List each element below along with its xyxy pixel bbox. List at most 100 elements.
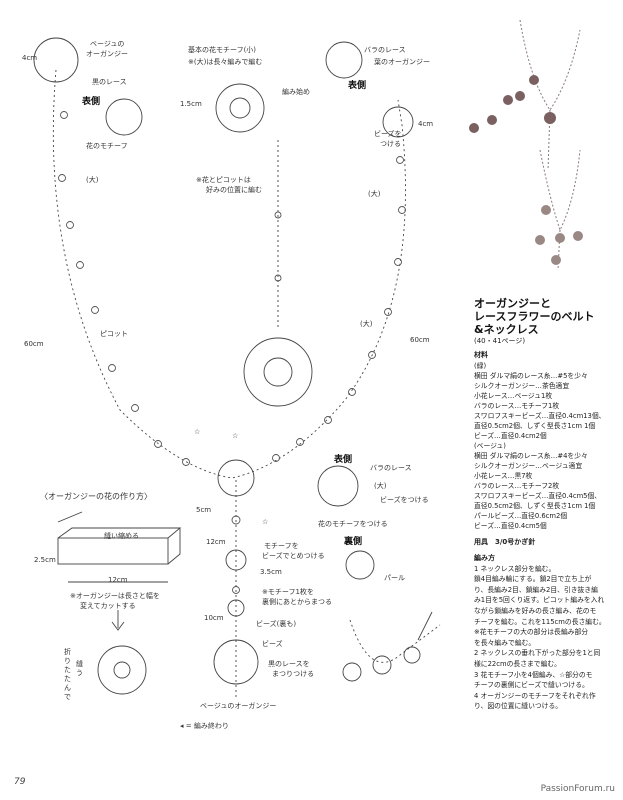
- center-motif: [217, 459, 255, 497]
- green-item: シルクオーガンジー…茶色適宜: [474, 381, 570, 390]
- picot-note-2: 好みの位置に編む: [206, 186, 262, 194]
- page-number: 79: [14, 777, 26, 787]
- flower-motif-label: 花のモチーフ: [86, 142, 128, 150]
- step-line: ※花モチーフの大の部分は長編み部分: [474, 628, 589, 637]
- large-label-right: (大): [368, 190, 381, 198]
- black-lace-label: 黒のレース: [92, 78, 127, 86]
- step-line: 鎖4目編み輪にする。鎖2目で立ち上が: [474, 575, 592, 584]
- beads-attach-label: ビーズをつける: [380, 496, 429, 504]
- flower-motif-attach: 花のモチーフをつける: [318, 520, 388, 528]
- motif-beads-1: モチーフを: [264, 542, 299, 550]
- motif-note-1: ※モチーフ1枚を: [262, 588, 314, 596]
- necklace-chain: [52, 69, 406, 479]
- instr-title-1: オーガンジーと: [474, 297, 551, 310]
- step-line: 3 花モチーフ小を4個編み、☆部分のモ: [474, 670, 593, 679]
- dim-4cm-left: 4cm: [22, 54, 38, 62]
- organza-note-1: ※オーガンジーは長さと幅を: [70, 592, 160, 600]
- green-heading: (緑): [474, 361, 487, 370]
- beige-organza-label-2: オーガンジー: [86, 50, 128, 58]
- step-line: チーフの裏側にビーズで縫いつける。: [474, 681, 589, 690]
- dim-35cm: 3.5cm: [260, 568, 282, 576]
- method-heading: 編み方: [474, 554, 495, 563]
- step-line: み1目を5回くり返す。ピコット編みを入れ: [474, 596, 605, 605]
- start-label: 編み始め: [282, 88, 310, 96]
- pearl-label: パール: [384, 574, 405, 582]
- dim-60cm-right: 60cm: [410, 336, 430, 344]
- basic-motif-title: 基本の花モチーフ(小): [188, 46, 257, 54]
- folded-flower: [97, 645, 147, 695]
- black-lace-center-2: まつりつける: [272, 670, 315, 678]
- instr-title-2: レースフラワーのベルト: [474, 310, 595, 323]
- beige-organza: [213, 639, 259, 685]
- leaf-organza-label: 葉のオーガンジー: [374, 58, 430, 66]
- green-item: 横田 ダルマ絹のレース糸…#5を少々: [474, 371, 588, 380]
- motif-beads-2: ビーズでとめつける: [262, 552, 325, 560]
- fold-label-2: 縫う: [76, 660, 83, 677]
- front-side-center: 表側: [334, 455, 353, 465]
- rose-lace-label: バラのレース: [364, 46, 406, 54]
- step-line: を長々編みで編む。: [474, 638, 536, 647]
- star-right: ☆: [232, 432, 239, 440]
- rose-lace-center: バラのレース: [370, 464, 412, 472]
- basic-motif-height: 1.5cm: [180, 100, 202, 108]
- large-label-left: (大): [86, 176, 99, 184]
- dim-10cm: 10cm: [204, 614, 224, 622]
- dim-60cm-left: 60cm: [24, 340, 44, 348]
- green-item: 小花レース…ベージュ1枚: [474, 391, 553, 400]
- beige-item: スワロフスキービーズ…直径0.4cm5個、: [474, 491, 602, 500]
- front-side-right: 表側: [348, 81, 367, 91]
- motif-note-2: 裏側にあとからまつる: [262, 598, 332, 606]
- step-line: ながら鎖編みを好みの長さ編み、花のモ: [474, 607, 597, 615]
- fold-label-1: 折りたたんで: [64, 648, 71, 701]
- tools-line: 用具 3/0号かぎ針: [474, 537, 536, 546]
- beige-item: 小花レース…黒7枚: [474, 471, 533, 480]
- beige-organza-center: ベージュのオーガンジー: [200, 702, 277, 710]
- step-line: チーフを編む。これを115cmの長さ編む。: [474, 617, 606, 626]
- beads-back-label: ビーズ(裏も): [256, 620, 297, 628]
- basic-motif: [215, 83, 265, 133]
- watermark: PassionForum.ru: [540, 784, 615, 794]
- beige-item: ビーズ…直径0.4cm5個: [474, 521, 547, 530]
- dim-5cm: 5cm: [196, 506, 212, 514]
- dim-12cm-strip: 12cm: [108, 576, 128, 584]
- organza-flower-title: 〈オーガンジーの花の作り方〉: [40, 492, 152, 501]
- instr-pages: (40・41ページ): [474, 337, 526, 345]
- legend-end-mark: ◂ = 編み終わり: [180, 722, 229, 730]
- large-label-mid: (大): [360, 320, 373, 328]
- materials-heading: 材料: [474, 351, 488, 360]
- instructions-panel: オーガンジーと レースフラワーのベルト &ネックレス (40・41ページ) 材料…: [474, 297, 619, 712]
- organza-circle-left: [33, 37, 79, 83]
- large-label-center: (大): [374, 482, 387, 490]
- picot-label: ピコット: [100, 330, 128, 338]
- dim-4cm-right: 4cm: [418, 120, 434, 128]
- basic-motif-note: ※(大)は長々編みで編む: [188, 58, 263, 66]
- star-center: ☆: [262, 518, 269, 526]
- star-left: ☆: [194, 428, 201, 436]
- dim-25cm: 2.5cm: [34, 556, 56, 564]
- step-line: り、長編み2目、鎖編み2目、引き抜き編: [474, 585, 598, 594]
- gather-label: 縫い縮める: [104, 532, 139, 540]
- beads-label: ビーズ: [262, 640, 283, 648]
- green-item: ビーズ…直径0.4cm2個: [474, 431, 547, 440]
- green-item: スワロフスキービーズ…直径0.4cm13個、: [474, 411, 606, 420]
- green-item: 直径0.5cm2個、しずく型長さ1cm 1個: [474, 421, 596, 430]
- step-line: 様に22cmの長さまで編む。: [474, 659, 561, 668]
- organza-strip: [57, 537, 169, 565]
- picot-note-1: ※花とピコットは: [196, 176, 251, 184]
- beads-label-1: ビーズを: [374, 130, 402, 138]
- back-side: 裏側: [344, 537, 363, 547]
- green-item: バラのレース…モチーフ1枚: [474, 401, 560, 410]
- organza-circle-right: [325, 41, 363, 79]
- beige-item: シルクオーガンジー…ベージュ適宜: [474, 461, 583, 470]
- organza-note-2: 変えてカットする: [80, 602, 136, 610]
- front-side-left: 表側: [82, 97, 101, 107]
- beige-organza-label: ベージュの: [90, 40, 125, 48]
- beads-label-2: つける: [380, 140, 401, 148]
- black-lace-center-1: 黒のレースを: [268, 660, 310, 668]
- beige-heading: (ベージュ): [474, 441, 506, 450]
- beige-item: パールビーズ…直径0.6cm2個: [474, 511, 568, 520]
- beige-item: バラのレース…モチーフ2枚: [474, 481, 560, 490]
- step-line: 4 オーガンジーのモチーフをそれぞれ作: [474, 691, 596, 700]
- step-line: り、図の位置に縫いつける。: [474, 702, 563, 711]
